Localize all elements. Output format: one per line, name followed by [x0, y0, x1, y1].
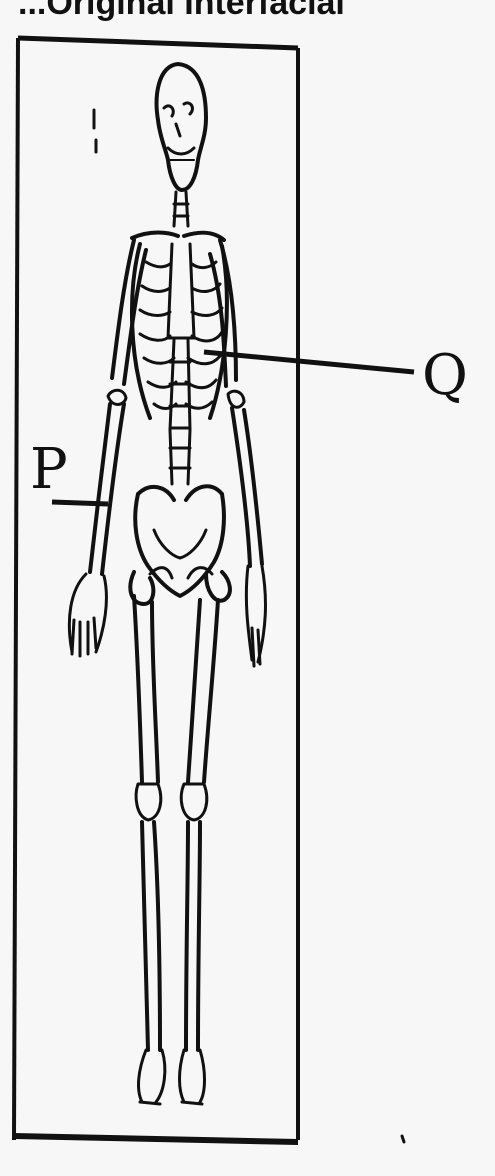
- page-heading: ...Original Interfacial: [18, 0, 345, 22]
- label-q: Q: [422, 343, 468, 408]
- clavicles: [132, 233, 224, 241]
- left-leg: [130, 572, 165, 1104]
- skeleton-drawing: [69, 64, 404, 1142]
- label-p: P: [30, 437, 68, 502]
- left-arm: [69, 240, 146, 656]
- skull: [157, 64, 206, 190]
- pelvis: [135, 486, 224, 596]
- right-leg: [180, 572, 230, 1104]
- spine: [170, 340, 190, 484]
- figure-frame: [14, 38, 298, 1142]
- neck-vertebrae: [174, 192, 188, 226]
- pointer-line-p: [52, 502, 108, 504]
